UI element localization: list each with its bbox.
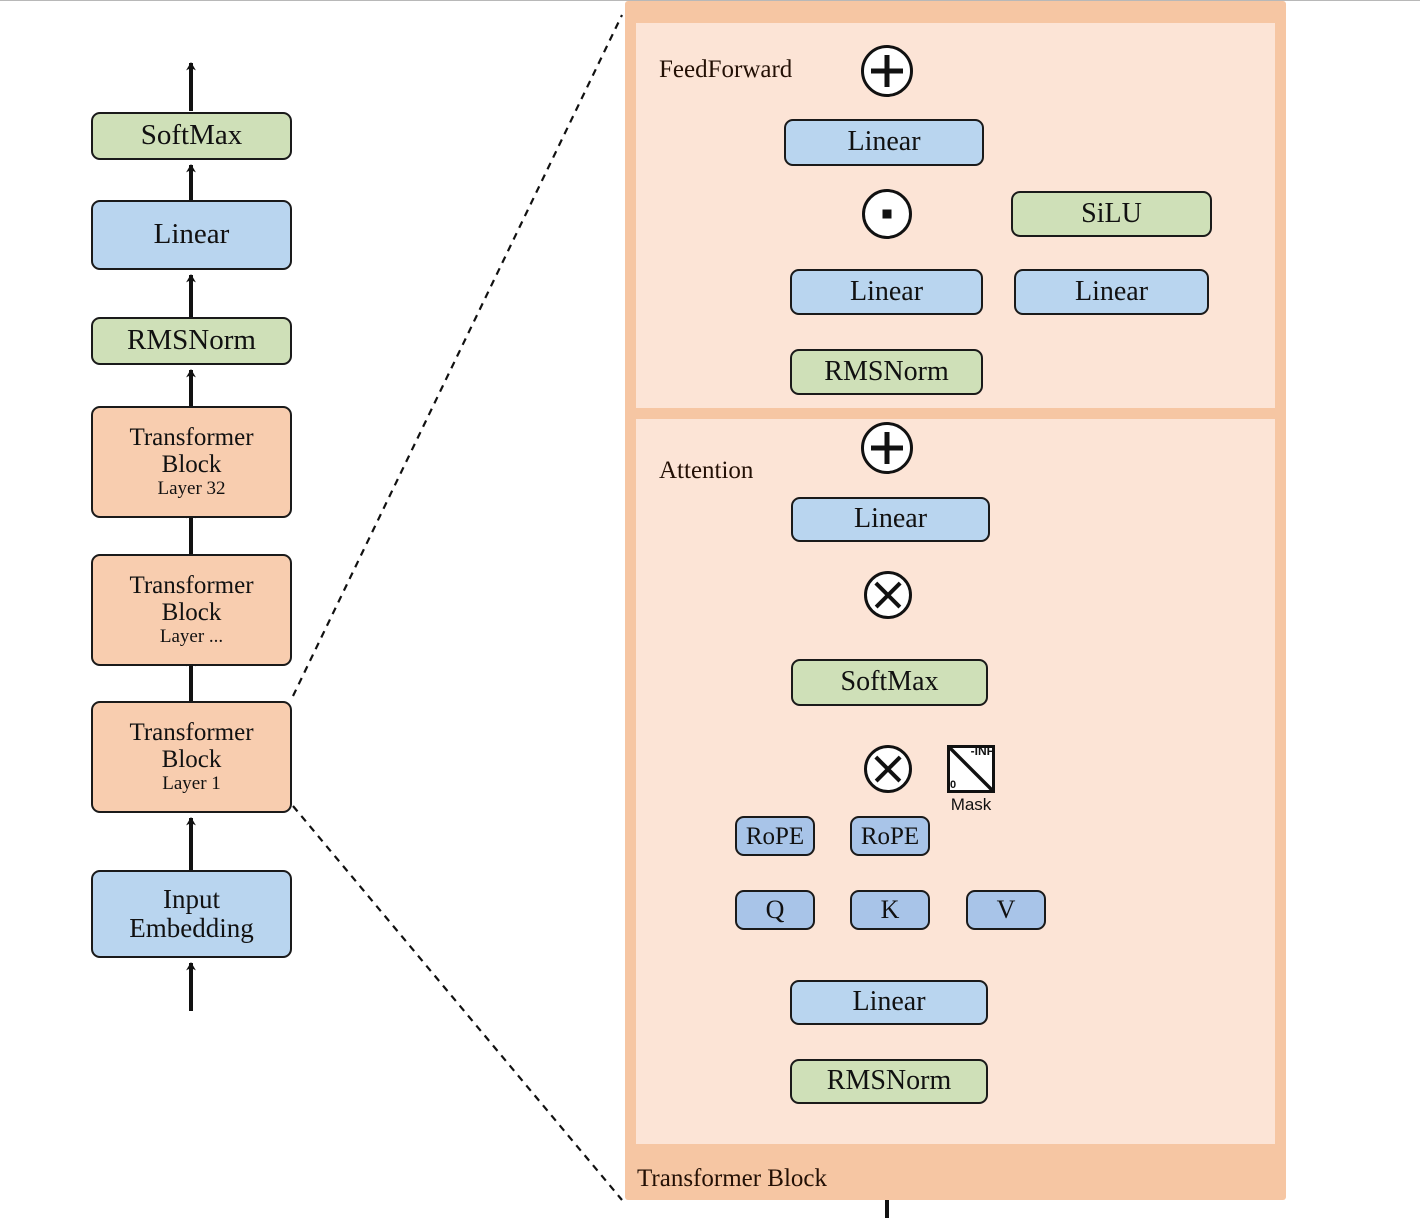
node-label: SoftMax	[840, 666, 939, 698]
attention-softmax[interactable]: SoftMax	[791, 659, 988, 706]
node-label: Q	[765, 894, 785, 924]
node-label: V	[996, 894, 1016, 924]
attention-rmsnorm[interactable]: RMSNorm	[790, 1059, 988, 1104]
node-sublabel: Layer 1	[162, 773, 221, 795]
node-sublabel: Layer ...	[159, 626, 224, 648]
mask-label: Mask	[950, 795, 992, 814]
attention-add-operator[interactable]	[861, 422, 913, 474]
times-icon	[867, 574, 909, 616]
plus-icon	[864, 48, 910, 94]
attention-rope-key[interactable]: RoPE	[850, 816, 930, 856]
attention-value-matmul-operator[interactable]	[864, 571, 912, 619]
node-label-line2: Block	[161, 451, 222, 479]
node-label: RMSNorm	[824, 355, 949, 387]
feedforward-silu-activation[interactable]: SiLU	[1011, 191, 1212, 237]
node-label: Linear	[1074, 275, 1149, 307]
node-label: Linear	[853, 503, 928, 535]
attention-mask[interactable]: -INF 0 Mask	[947, 744, 995, 814]
node-transformer-block-layer-1[interactable]: Transformer Block Layer 1	[91, 701, 292, 813]
plus-icon	[864, 425, 910, 471]
node-transformer-block-layer-ellipsis[interactable]: Transformer Block Layer ...	[91, 554, 292, 666]
feedforward-panel-label: FeedForward	[659, 56, 793, 83]
attention-output-linear[interactable]: Linear	[791, 497, 990, 542]
node-label: RoPE	[745, 822, 805, 850]
node-label-line1: Transformer	[129, 572, 254, 600]
node-linear-head[interactable]: Linear	[91, 200, 292, 270]
feedforward-elementwise-multiply-operator[interactable]	[862, 189, 912, 239]
node-label: RMSNorm	[826, 1065, 952, 1097]
node-softmax-head[interactable]: SoftMax	[91, 112, 292, 160]
node-label: K	[880, 894, 900, 924]
node-label: RMSNorm	[127, 324, 256, 357]
feedforward-rmsnorm[interactable]: RMSNorm	[790, 349, 983, 395]
attention-key[interactable]: K	[850, 890, 930, 930]
node-label-line2: Block	[161, 746, 222, 774]
feedforward-add-operator[interactable]	[861, 45, 913, 97]
node-rmsnorm-final[interactable]: RMSNorm	[91, 317, 292, 365]
attention-qk-matmul-operator[interactable]	[864, 745, 912, 793]
node-label-line1: Input	[163, 883, 220, 914]
node-label: SiLU	[1081, 197, 1142, 229]
node-label: SoftMax	[140, 119, 243, 152]
attention-rope-query[interactable]: RoPE	[735, 816, 815, 856]
node-label-line1: Transformer	[129, 424, 254, 452]
attention-value[interactable]: V	[966, 890, 1046, 930]
node-label: Linear	[153, 218, 230, 251]
feedforward-output-linear[interactable]: Linear	[784, 119, 984, 166]
node-label: Linear	[847, 126, 921, 158]
node-input-embedding[interactable]: Input Embedding	[91, 870, 292, 958]
times-icon	[867, 748, 909, 790]
node-label-line2: Embedding	[129, 913, 254, 943]
node-sublabel: Layer 32	[157, 478, 226, 500]
attention-qkv-projection-linear[interactable]: Linear	[790, 980, 988, 1025]
attention-panel-label: Attention	[659, 457, 754, 484]
transformer-block-container-label: Transformer Block	[637, 1165, 828, 1192]
node-label-line2: Block	[161, 599, 222, 627]
node-label: Linear	[852, 986, 926, 1018]
feedforward-gate-projection-linear[interactable]: Linear	[1014, 269, 1209, 315]
mask-upper-value: -INF	[970, 744, 994, 758]
node-label-line1: Transformer	[129, 719, 254, 747]
node-label: RoPE	[860, 822, 920, 850]
feedforward-up-projection-linear[interactable]: Linear	[790, 269, 983, 315]
attention-query[interactable]: Q	[735, 890, 815, 930]
node-transformer-block-layer-32[interactable]: Transformer Block Layer 32	[91, 406, 292, 518]
mask-lower-value: 0	[950, 779, 957, 791]
node-label: Linear	[849, 275, 924, 307]
dot-icon	[865, 192, 909, 236]
